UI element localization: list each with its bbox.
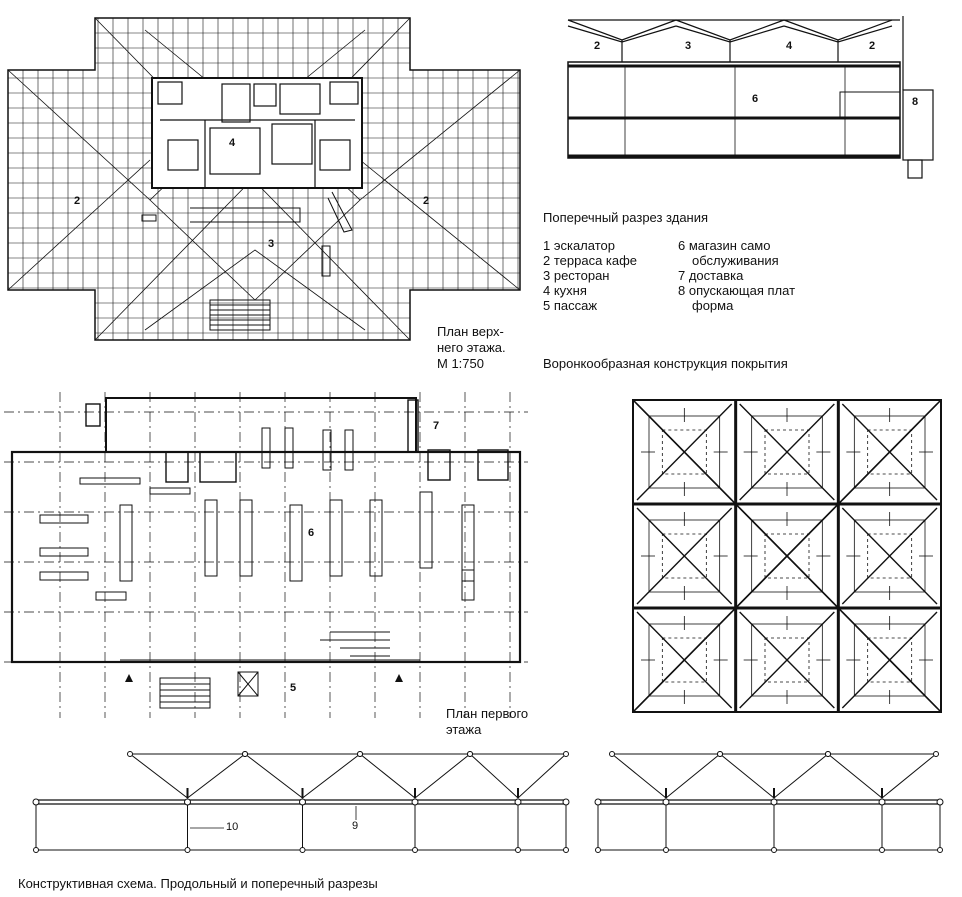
- ground-label-delivery: 7: [433, 420, 440, 432]
- upper-label-kitchen: 4: [229, 137, 236, 149]
- ground-plan-caption-line1: План первого: [446, 706, 529, 721]
- structural-scheme-transverse: [594, 751, 944, 853]
- ground-upper-block: [105, 397, 417, 453]
- section-roof-label-1: 2: [594, 40, 601, 52]
- ground-plan-axes: [4, 392, 528, 718]
- legend-item-2: 2 терраса кафе: [543, 253, 638, 268]
- section-roof-label-2: 3: [685, 40, 692, 52]
- structure-label-column: 10: [226, 821, 239, 833]
- upper-plan-caption-line2: него этажа.: [437, 340, 506, 355]
- upper-label-restaurant: 3: [268, 238, 275, 250]
- section-space-label-shop: 6: [752, 93, 759, 105]
- section-platform-lift: [902, 16, 934, 179]
- legend-item-5: 5 пассаж: [543, 298, 598, 313]
- upper-escalator: [209, 299, 271, 331]
- upper-floor-plan: [7, 17, 521, 341]
- ground-label-shop: 6: [308, 527, 315, 539]
- roof-funnel-structure-plan: [632, 399, 942, 713]
- upper-core-rooms: [157, 81, 359, 188]
- upper-furniture: [141, 191, 353, 277]
- roof-structure-caption: Воронкообразная конструкция покрытия: [543, 356, 788, 371]
- ground-escalator: [159, 671, 259, 709]
- upper-plan-caption-line1: План верх-: [437, 324, 504, 339]
- ground-label-passage: 5: [290, 682, 297, 694]
- upper-label-terrace-right: 2: [423, 195, 430, 207]
- legend-item-6-cont: обслуживания: [692, 253, 779, 268]
- structural-scheme-longitudinal: [32, 751, 570, 853]
- section-roof-label-3: 4: [786, 40, 793, 52]
- ground-service-core: [85, 399, 509, 483]
- legend-item-6: 6 магазин само: [678, 238, 771, 253]
- ground-entrance-markers: [125, 674, 403, 682]
- section-building-body: [567, 61, 901, 159]
- legend-item-8: 8 опускающая плат: [678, 283, 796, 298]
- ground-floor-plan: [4, 392, 528, 718]
- upper-plan-caption-line3: М 1:750: [437, 356, 484, 371]
- ground-plan-caption: План первого этажа: [446, 706, 528, 738]
- section-roof-label-4: 2: [869, 40, 876, 52]
- legend-item-1: 1 эскалатор: [543, 238, 615, 253]
- roof-plan-outline: [632, 399, 942, 713]
- legend-left-column: 1 эскалатор 2 терраса кафе 3 ресторан 4 …: [543, 238, 637, 313]
- structure-label-beam: 9: [352, 820, 359, 832]
- section-space-label-lift: 8: [912, 96, 919, 108]
- legend-item-7: 7 доставка: [678, 268, 744, 283]
- ground-shop-counters: [39, 427, 475, 601]
- section-caption: Поперечный разрез здания: [543, 210, 709, 225]
- legend-item-8-cont: форма: [692, 298, 734, 313]
- upper-label-terrace-left: 2: [74, 195, 81, 207]
- structure-caption: Конструктивная схема. Продольный и попер…: [18, 876, 378, 891]
- legend-right-column: 6 магазин само обслуживания 7 доставка 8…: [678, 238, 795, 313]
- legend-item-4: 4 кухня: [543, 283, 587, 298]
- ground-front-steps: [120, 631, 420, 661]
- ground-plan-caption-line2: этажа: [446, 722, 482, 737]
- legend-item-3: 3 ресторан: [543, 268, 610, 283]
- section-funnel-roofs: [567, 19, 900, 62]
- cross-section: [567, 16, 934, 179]
- upper-plan-caption: План верх- него этажа. М 1:750: [437, 324, 506, 372]
